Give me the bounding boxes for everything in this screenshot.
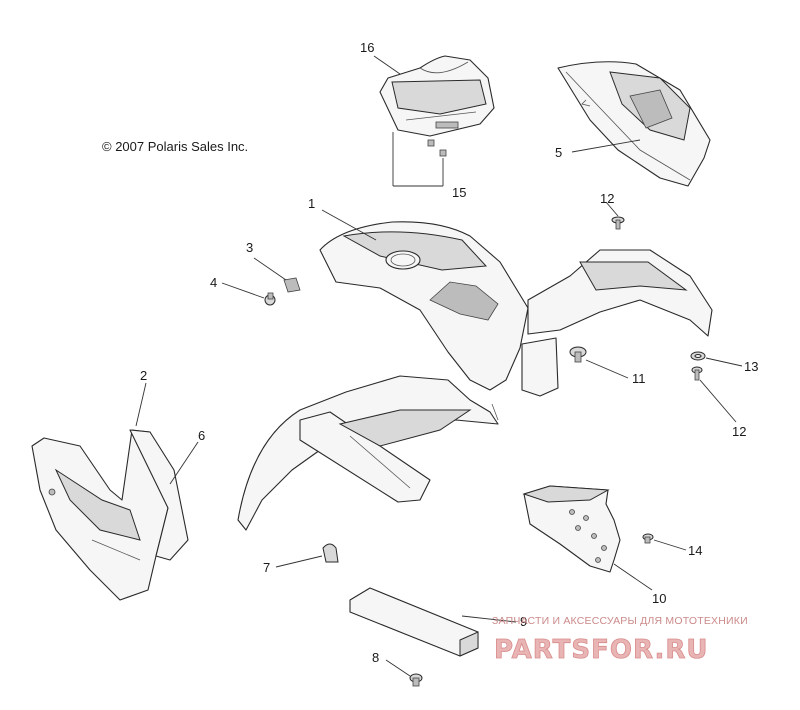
part-11-push-rivet bbox=[569, 346, 587, 363]
callout-labels: 1 2 3 4 5 6 7 8 9 10 11 12 12 13 14 15 1… bbox=[140, 40, 758, 665]
part-1-front-body-panel bbox=[237, 221, 713, 531]
callout-15: 15 bbox=[452, 185, 466, 200]
part-5-headlight-pod bbox=[557, 61, 711, 187]
callout-9: 9 bbox=[520, 614, 527, 629]
watermark-brand: PARTSFOR.RU bbox=[494, 635, 708, 665]
part-10-bracket bbox=[522, 485, 621, 573]
callout-3: 3 bbox=[246, 240, 253, 255]
callout-13: 13 bbox=[744, 359, 758, 374]
watermark: ЗАПЧАСТИ И АКСЕССУАРЫ ДЛЯ МОТОТЕХНИКИ PA… bbox=[492, 615, 748, 665]
callout-12-bottom: 12 bbox=[732, 424, 746, 439]
part-6-side-panel-back bbox=[129, 429, 189, 561]
callout-12-top: 12 bbox=[600, 191, 614, 206]
callout-11: 11 bbox=[632, 371, 646, 386]
callout-14: 14 bbox=[688, 543, 702, 558]
callout-7: 7 bbox=[263, 560, 270, 575]
callout-6: 6 bbox=[198, 428, 205, 443]
callout-10: 10 bbox=[652, 591, 666, 606]
part-3-clip bbox=[283, 277, 301, 293]
part-7-clip bbox=[322, 543, 339, 563]
leader-lines bbox=[135, 55, 743, 677]
part-12-screw-bottom bbox=[691, 366, 703, 381]
part-8-screw bbox=[409, 673, 423, 687]
part-15-clips bbox=[392, 132, 447, 187]
callout-2: 2 bbox=[140, 368, 147, 383]
part-4-screw bbox=[264, 292, 276, 306]
callout-8: 8 bbox=[372, 650, 379, 665]
callout-16: 16 bbox=[360, 40, 374, 55]
part-2-side-panel bbox=[31, 429, 169, 601]
callout-4: 4 bbox=[210, 275, 217, 290]
part-12-screw-top bbox=[611, 216, 625, 230]
callout-1: 1 bbox=[308, 196, 315, 211]
callout-5: 5 bbox=[555, 145, 562, 160]
part-16-console-cover bbox=[379, 55, 495, 137]
copyright-notice: © 2007 Polaris Sales Inc. bbox=[102, 139, 248, 154]
part-13-washer bbox=[690, 351, 706, 361]
part-14-screw bbox=[642, 533, 654, 544]
part-9-plate bbox=[349, 587, 479, 657]
watermark-subtitle: ЗАПЧАСТИ И АКСЕССУАРЫ ДЛЯ МОТОТЕХНИКИ bbox=[492, 615, 748, 627]
